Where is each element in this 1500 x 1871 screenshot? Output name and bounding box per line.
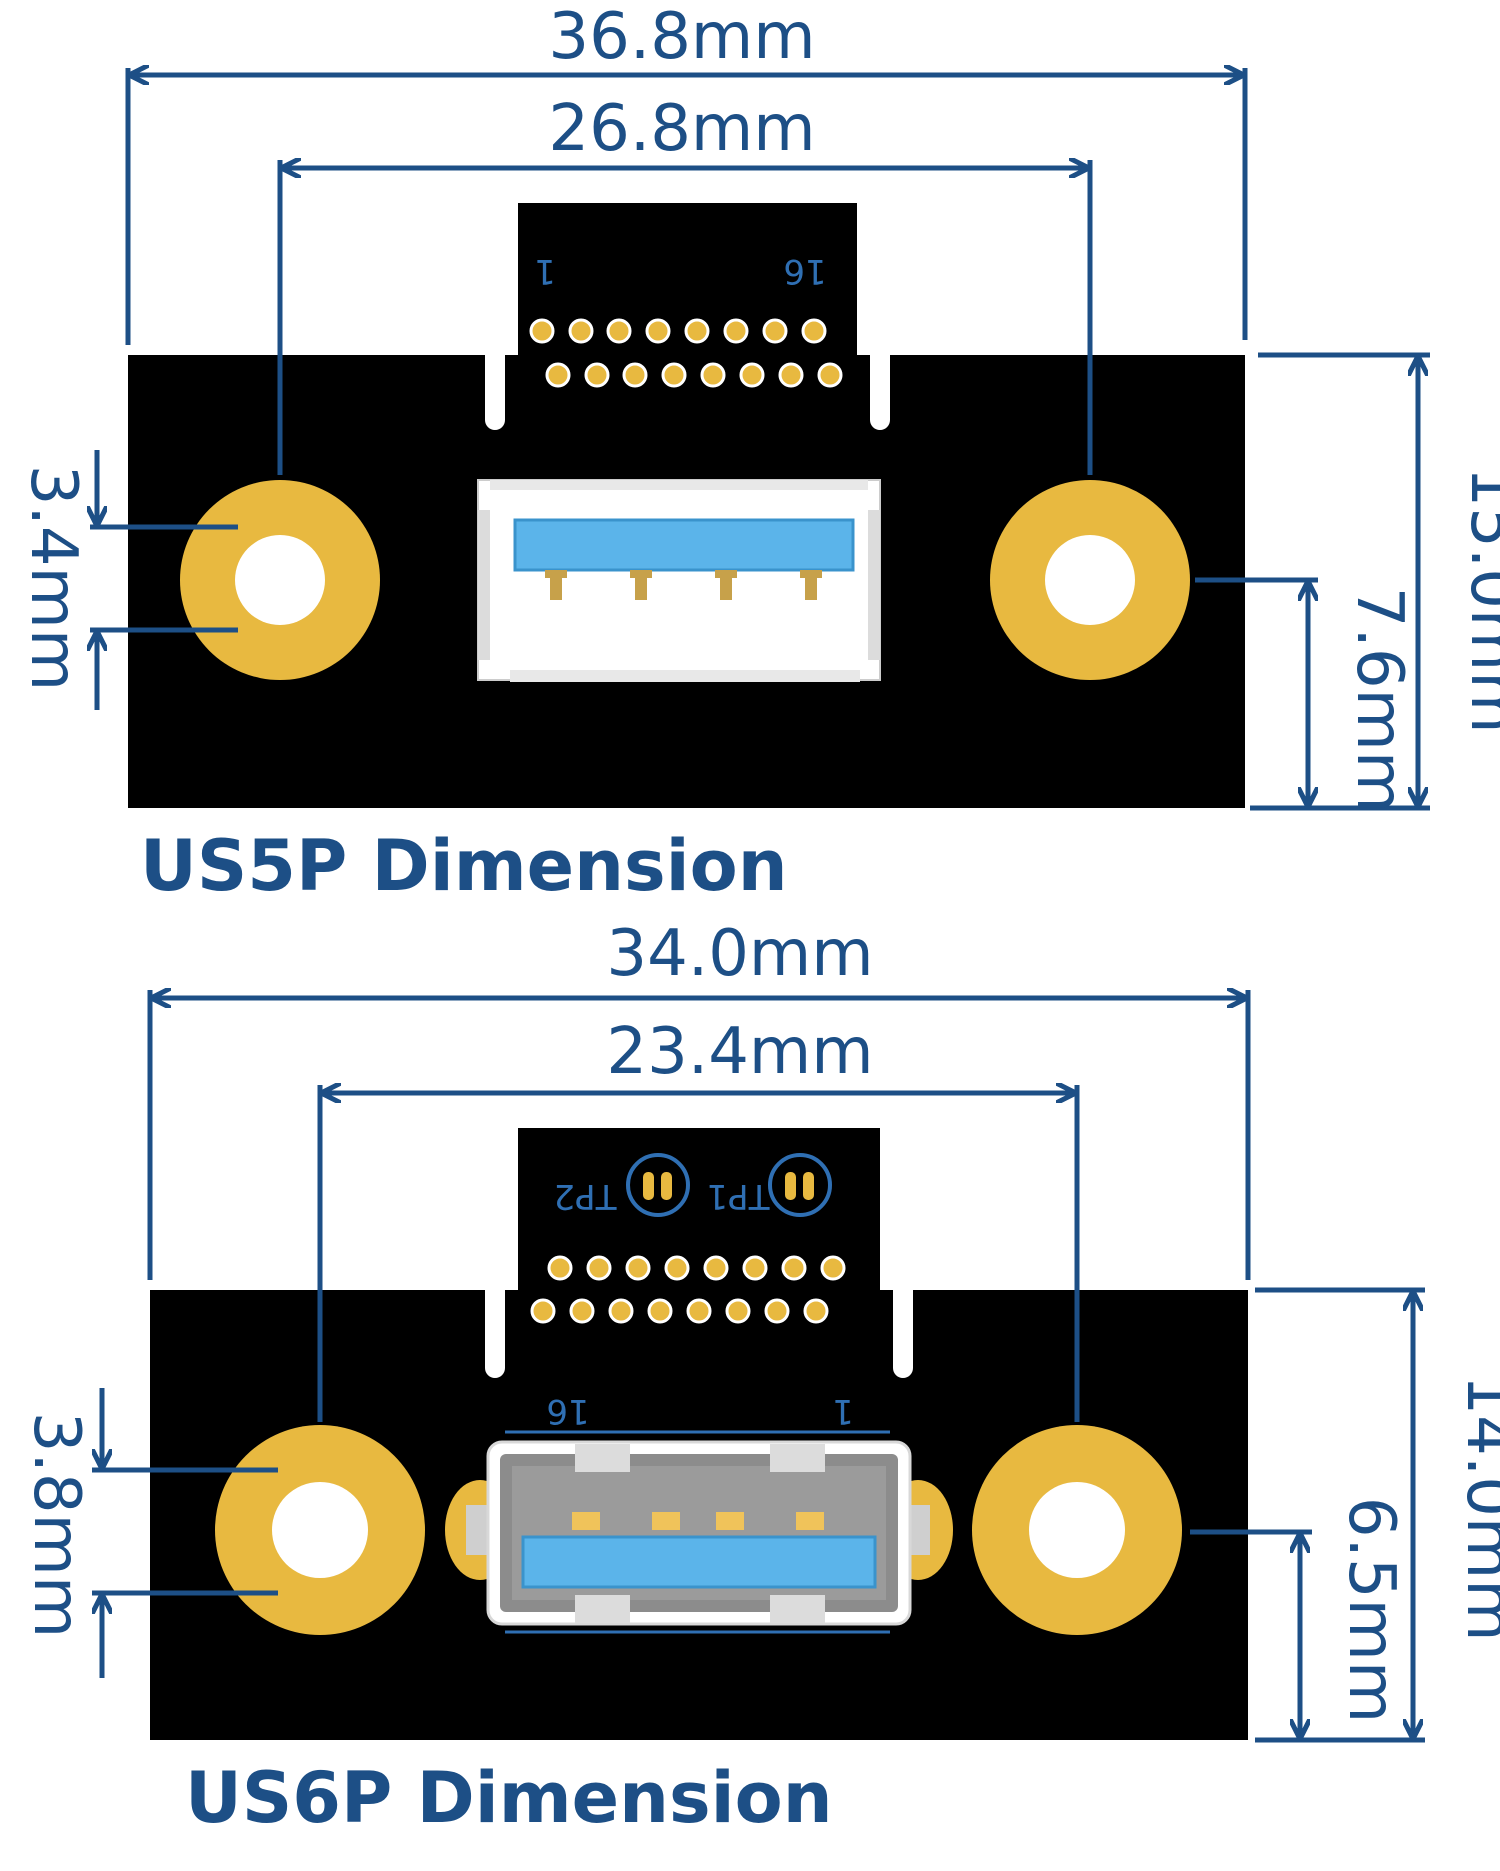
us6p-tp1-label: TP1 [707, 1176, 771, 1216]
us6p-pcb [150, 1128, 1248, 1740]
us6p-usb-connector [445, 1440, 953, 1626]
us6p-pin-label-first: 1 [832, 1391, 854, 1431]
us6p-test-point-tp1 [768, 1153, 832, 1217]
us5p-width-label: 36.8mm [548, 0, 815, 74]
us5p-dimensions [90, 68, 1430, 811]
us5p-usb-connector [477, 479, 881, 682]
us6p-tp2-label: TP2 [554, 1176, 618, 1216]
us5p-hole-height-label: 7.6mm [1342, 587, 1416, 813]
us6p-spacing-label: 23.4mm [606, 1015, 873, 1089]
us5p-mount-hole-right [990, 480, 1190, 680]
us5p-hole-dia-label: 3.4mm [16, 465, 90, 691]
us6p-mount-hole-right [972, 1425, 1182, 1635]
us6p-pin-label-last: 16 [546, 1391, 589, 1431]
us6p-dimensions [92, 990, 1425, 1743]
us6p-width-label: 34.0mm [606, 917, 873, 991]
us5p-pin-header [529, 318, 843, 388]
us6p-hole-height-label: 6.5mm [1334, 1497, 1408, 1723]
us5p-spacing-label: 26.8mm [548, 92, 815, 166]
us5p-pin-label-first: 1 [534, 251, 556, 291]
us5p-pin-label-last: 16 [783, 251, 826, 291]
us5p-board: 1 16 [128, 203, 1245, 808]
us5p-mount-hole-left [180, 480, 380, 680]
us6p-title: US6P Dimension [185, 1757, 833, 1839]
us6p-board: TP2 TP1 16 1 [150, 1128, 1248, 1740]
us5p-height-label: 15.0mm [1456, 466, 1500, 733]
us6p-height-label: 14.0mm [1452, 1374, 1500, 1641]
us6p-test-point-tp2 [626, 1153, 690, 1217]
us6p-pin-header [530, 1255, 846, 1324]
us6p-mount-hole-left [215, 1425, 425, 1635]
us6p-hole-dia-label: 3.8mm [19, 1412, 93, 1638]
us5p-title: US5P Dimension [140, 825, 788, 907]
